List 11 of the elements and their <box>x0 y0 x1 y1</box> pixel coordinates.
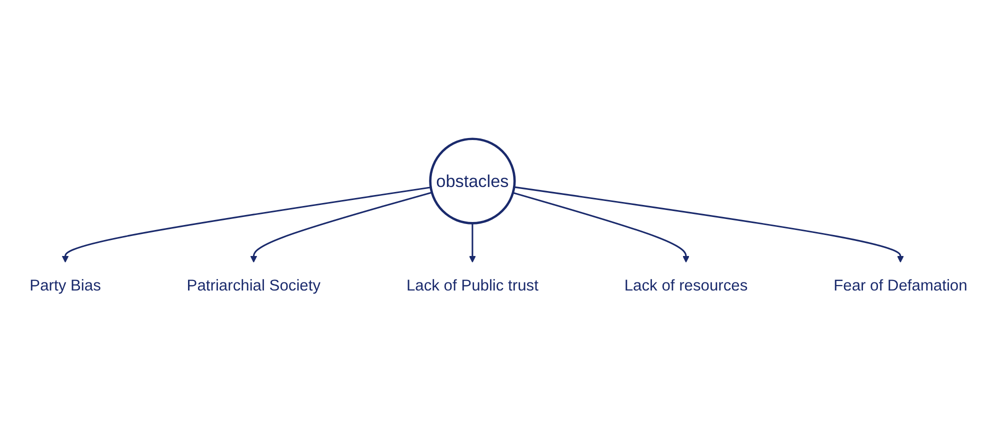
arrow <box>62 186 431 263</box>
node-text: Party Bias <box>30 277 101 294</box>
node-text: Patriarchial Society <box>186 277 321 294</box>
node-circle: obstacles <box>429 138 516 224</box>
node-text: Fear of Defamation <box>834 277 968 294</box>
arrow <box>514 186 904 263</box>
node-text: Lack of resources <box>624 277 748 294</box>
node-text: Lack of Public trust <box>406 277 538 294</box>
arrow <box>469 223 476 263</box>
arrow <box>250 192 432 263</box>
arrow <box>512 192 690 263</box>
